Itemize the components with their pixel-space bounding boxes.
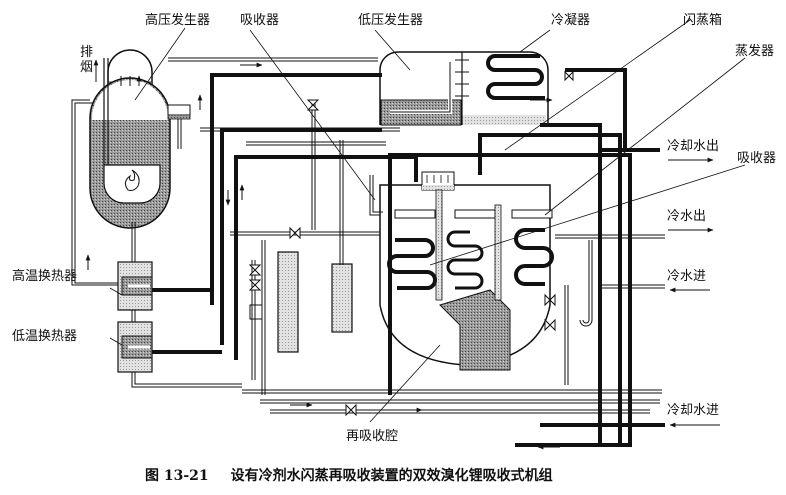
label-high-pressure-generator: 高压发生器 bbox=[145, 13, 211, 28]
valves bbox=[248, 70, 574, 417]
leader-lines bbox=[109, 19, 746, 423]
port-chilled-water-out: 冷水出 bbox=[667, 209, 707, 224]
low-temp-heat-exchanger bbox=[117, 321, 153, 373]
solution-pipes bbox=[152, 68, 665, 447]
port-cooling-water-in: 冷却水进 bbox=[667, 403, 720, 418]
label-flash-tank: 闪蒸箱 bbox=[683, 13, 723, 28]
label-reabsorption-chamber: 再吸收腔 bbox=[346, 429, 399, 444]
figure-title: 设有冷剂水闪蒸再吸收装置的双效溴化锂吸收式机组 bbox=[230, 468, 553, 484]
label-absorber-right: 吸收器 bbox=[737, 151, 777, 166]
high-pressure-generator bbox=[89, 49, 191, 229]
water-pipes bbox=[71, 57, 665, 414]
evaporator-coil bbox=[446, 230, 484, 290]
flame-icon bbox=[124, 169, 140, 191]
figure-number: 图 13-21 bbox=[145, 468, 209, 484]
label-absorber-top: 吸收器 bbox=[240, 13, 280, 28]
port-cooling-water-out: 冷却水出 bbox=[667, 139, 720, 154]
label-low-temp-heat-exchanger: 低温换热器 bbox=[12, 329, 78, 344]
high-temp-heat-exchanger bbox=[117, 261, 153, 311]
absorber-coil-right bbox=[514, 228, 554, 286]
label-condenser: 冷凝器 bbox=[551, 13, 591, 28]
low-pressure-generator-condenser bbox=[379, 51, 549, 126]
label-high-temp-heat-exchanger: 高温换热器 bbox=[12, 269, 78, 284]
flow-arrows bbox=[85, 62, 720, 450]
reabsorption-chamber bbox=[249, 251, 353, 353]
condenser-coil bbox=[486, 54, 545, 100]
port-chilled-water-in: 冷水进 bbox=[667, 269, 707, 284]
label-exhaust: 排烟 bbox=[80, 45, 94, 75]
figure-caption: 图 13-21 设有冷剂水闪蒸再吸收装置的双效溴化锂吸收式机组 bbox=[145, 465, 553, 485]
label-evaporator: 蒸发器 bbox=[735, 44, 775, 59]
label-low-pressure-generator: 低压发生器 bbox=[358, 13, 424, 28]
